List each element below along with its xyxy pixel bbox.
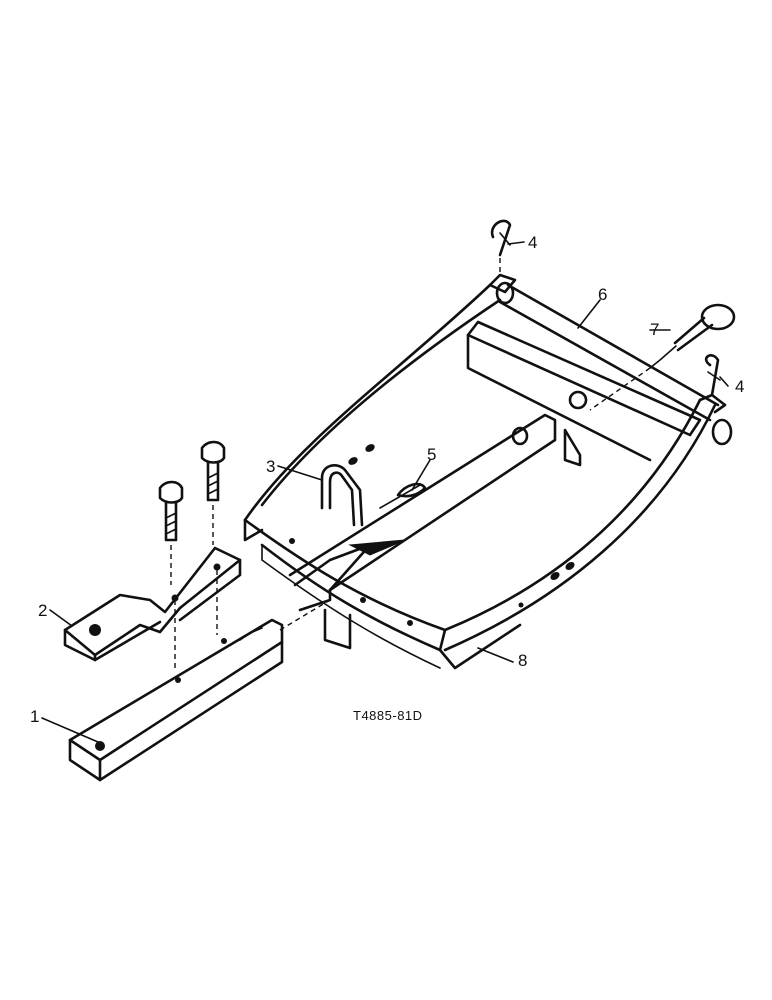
callout-6: 6	[598, 285, 607, 304]
leader-lines	[41, 241, 729, 743]
clip-part-4-right	[704, 354, 721, 397]
callout-1: 1	[30, 707, 39, 726]
bolt-left	[158, 480, 184, 585]
callout-4-top: 4	[528, 233, 537, 252]
clip-part-4-top	[490, 219, 512, 275]
callout-4-right: 4	[735, 377, 744, 396]
figure-code: T4885-81D	[353, 708, 423, 723]
link-part-2	[63, 546, 242, 672]
u-bolt-part-3	[320, 464, 364, 527]
pin-part-7	[563, 303, 736, 467]
callout-2: 2	[38, 601, 47, 620]
callout-7: 7	[650, 320, 659, 339]
bolt-right	[200, 440, 226, 545]
center-guide	[288, 413, 557, 650]
drawbar-part-1	[68, 599, 331, 782]
cross-bar-part-6	[495, 281, 733, 446]
callout-8: 8	[518, 651, 527, 670]
callout-5: 5	[427, 445, 436, 464]
callout-3: 3	[266, 457, 275, 476]
frame-part-8	[243, 273, 727, 670]
